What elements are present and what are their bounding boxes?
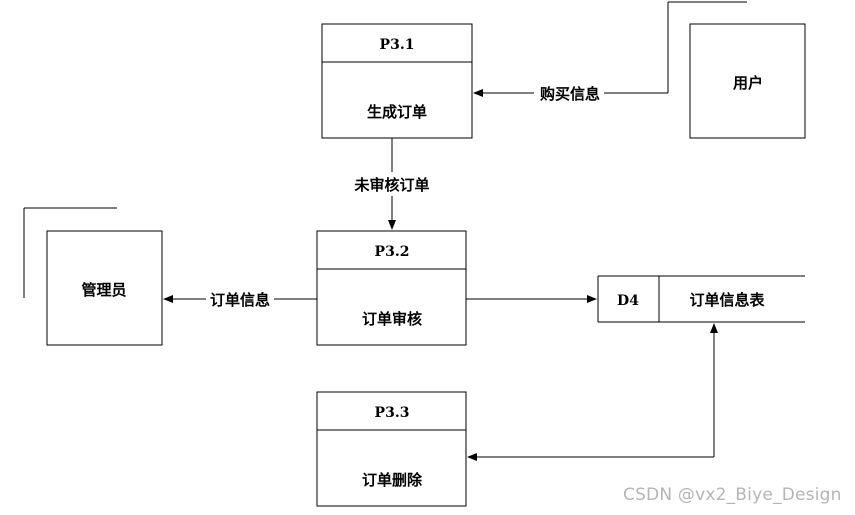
process-p3-2-id: P3.2 — [375, 244, 410, 260]
process-p3-2[interactable]: P3.2 订单审核 — [316, 230, 467, 346]
process-p3-3-id: P3.3 — [375, 405, 410, 421]
flow-unreviewed-orders: 未审核订单 — [353, 138, 430, 230]
process-p3-2-name: 订单审核 — [362, 310, 422, 328]
entity-admin-name: 管理员 — [81, 281, 126, 299]
flow-unreviewed-orders-label: 未审核订单 — [353, 176, 429, 194]
flow-buy-info-label: 购买信息 — [540, 85, 600, 103]
entity-user-name: 用户 — [733, 74, 763, 92]
process-p3-1[interactable]: P3.1 生成订单 — [321, 23, 473, 139]
process-p3-3-name: 订单删除 — [362, 471, 423, 489]
datastore-d4[interactable]: D4 订单信息表 — [597, 275, 805, 323]
datastore-d4-id: D4 — [617, 293, 639, 309]
entity-admin[interactable]: 管理员 — [23, 207, 163, 346]
flow-order-info-label: 订单信息 — [210, 291, 270, 309]
process-p3-1-name: 生成订单 — [367, 103, 427, 121]
process-p3-1-id: P3.1 — [380, 37, 415, 53]
flow-buy-info: 购买信息 — [473, 85, 668, 103]
watermark-text: CSDN @vx2_Biye_Design — [623, 485, 842, 505]
flow-order-info: 订单信息 — [163, 291, 317, 309]
datastore-d4-name: 订单信息表 — [689, 291, 765, 309]
process-p3-3[interactable]: P3.3 订单删除 — [316, 391, 467, 507]
entity-user[interactable]: 用户 — [667, 1, 806, 139]
flow-store-delete — [467, 323, 718, 461]
